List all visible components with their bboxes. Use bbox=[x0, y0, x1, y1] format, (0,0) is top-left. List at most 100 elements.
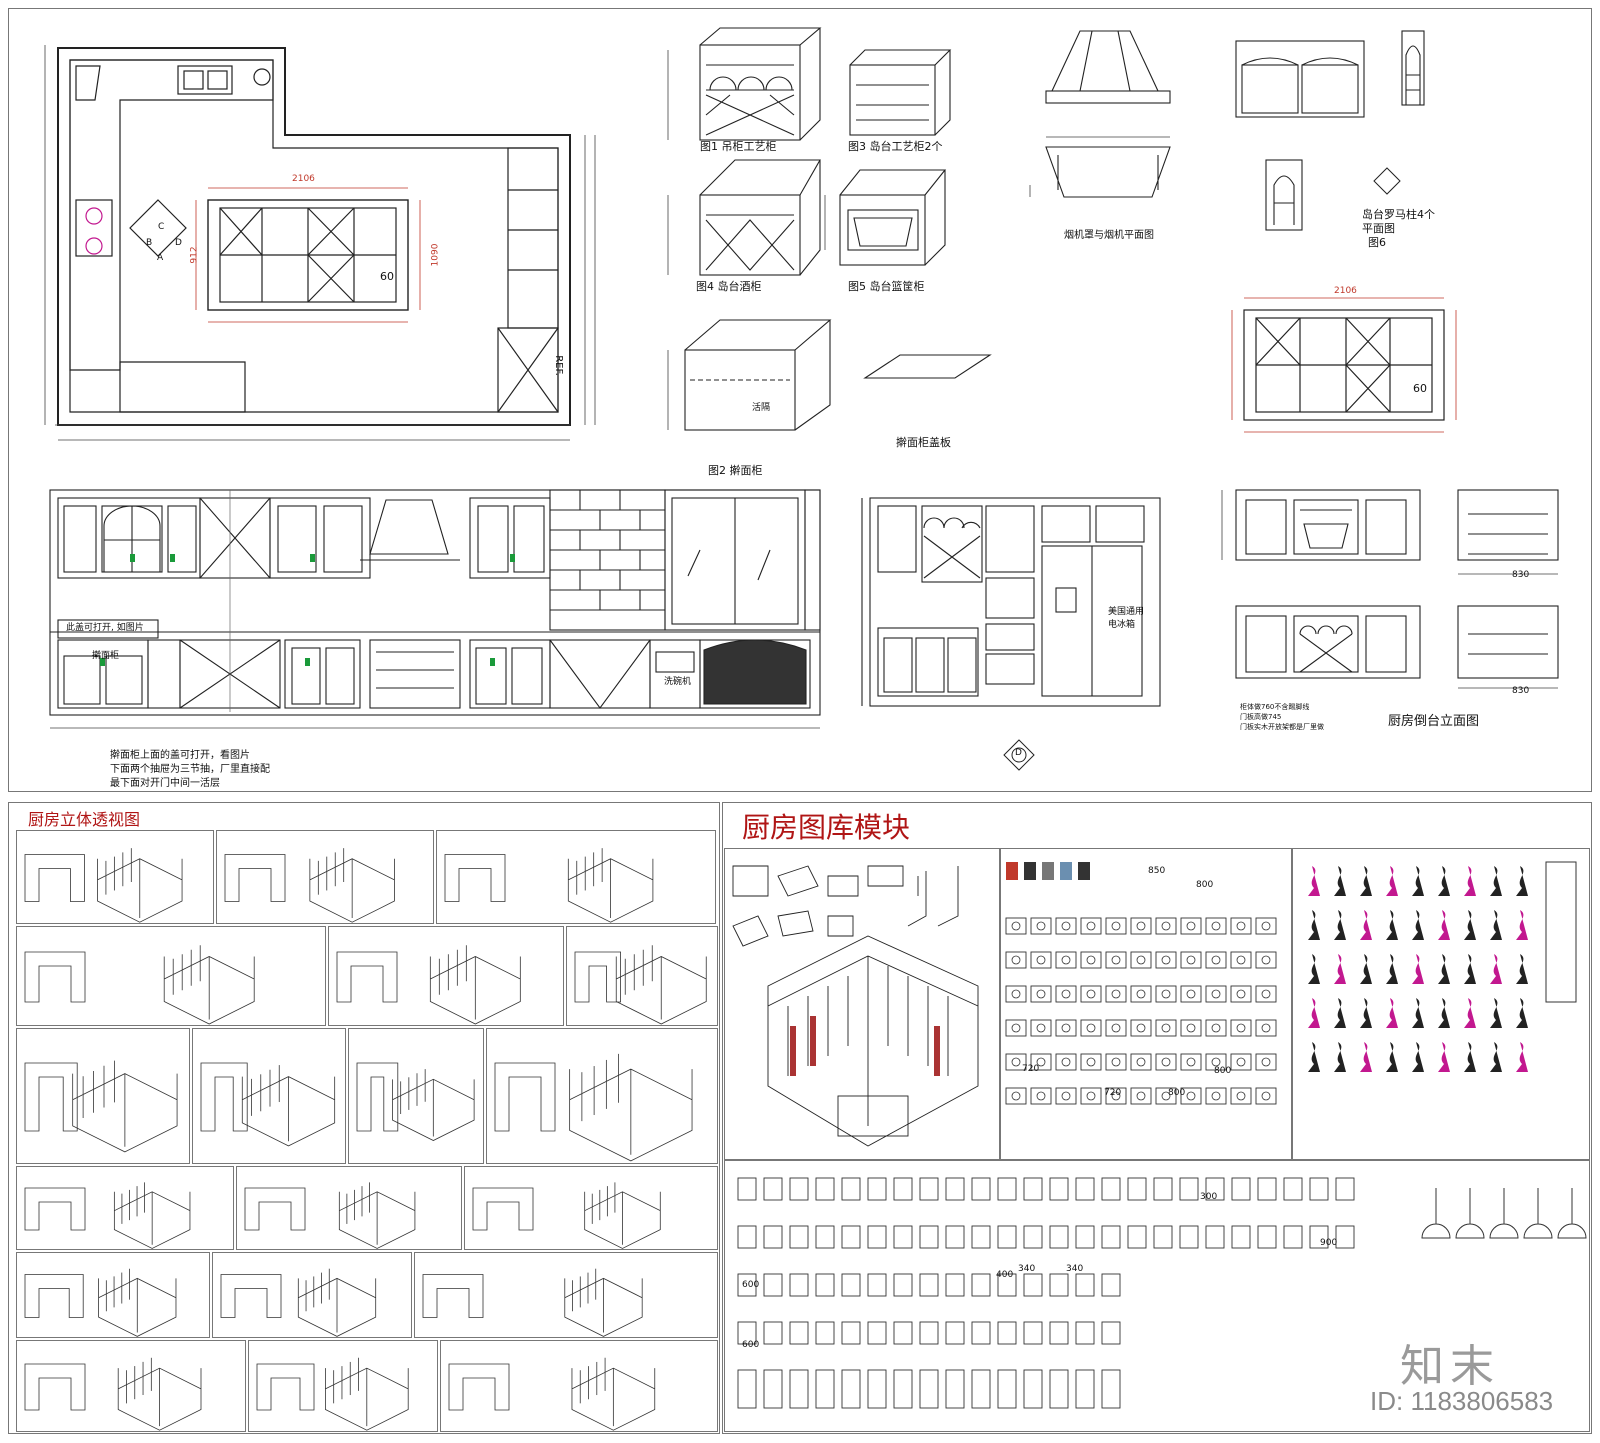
decor-symbol bbox=[1386, 998, 1398, 1028]
misc-symbol bbox=[815, 1369, 835, 1409]
appliance-symbol bbox=[1255, 951, 1277, 969]
appliance-symbol bbox=[1255, 985, 1277, 1003]
appliance-symbol-burner bbox=[1011, 1023, 1021, 1033]
lib-dim-340b: 340 bbox=[1066, 1264, 1084, 1274]
perspective-thumbnail bbox=[328, 926, 564, 1026]
appliance-symbol-burner bbox=[1011, 1057, 1021, 1067]
fig3-label: 图3 岛台工艺柜2个 bbox=[848, 140, 943, 153]
decor-symbol bbox=[1516, 954, 1528, 984]
appliance-symbol bbox=[1005, 917, 1027, 935]
misc-symbol bbox=[919, 1369, 939, 1409]
misc-fan-symbol bbox=[1557, 1188, 1587, 1239]
misc-symbol bbox=[763, 1177, 783, 1201]
section-marker-d bbox=[1003, 739, 1035, 771]
appliance-symbol bbox=[1230, 985, 1252, 1003]
appliance-symbol-burner bbox=[1261, 1057, 1271, 1067]
decor-symbol bbox=[1334, 954, 1346, 984]
appliance-symbol-burner bbox=[1111, 955, 1121, 965]
decor-symbol bbox=[1490, 954, 1502, 984]
lib-dim-800b: 800 bbox=[1214, 1066, 1232, 1076]
decor-symbol bbox=[1334, 1042, 1346, 1072]
appliance-symbol-burner bbox=[1211, 1023, 1221, 1033]
corner-c: C bbox=[158, 222, 165, 232]
appliance-symbol bbox=[1055, 951, 1077, 969]
appliance-symbol-burner bbox=[1236, 1057, 1246, 1067]
appliance-symbol bbox=[1255, 1019, 1277, 1037]
misc-symbol bbox=[893, 1369, 913, 1409]
decor-symbol bbox=[1412, 954, 1424, 984]
decor-symbol bbox=[1490, 1042, 1502, 1072]
appliance-symbol bbox=[1055, 917, 1077, 935]
misc-symbol bbox=[893, 1321, 913, 1345]
kitchen-wall-elevation bbox=[49, 489, 821, 729]
misc-symbol bbox=[789, 1321, 809, 1345]
appliance-swatch bbox=[1006, 862, 1018, 880]
misc-symbol bbox=[1257, 1225, 1277, 1249]
decor-symbol bbox=[1464, 866, 1476, 896]
watermark-id: ID: 1183806583 bbox=[1370, 1386, 1554, 1416]
appliance-symbol bbox=[1230, 917, 1252, 935]
misc-symbol bbox=[763, 1369, 783, 1409]
appliance-symbol-burner bbox=[1186, 921, 1196, 931]
misc-symbol bbox=[789, 1177, 809, 1201]
appliance-symbol-burner bbox=[1136, 1023, 1146, 1033]
appliance-symbol bbox=[1030, 1087, 1052, 1105]
perspective-thumbnail bbox=[436, 830, 716, 924]
appliance-symbol-burner bbox=[1186, 1023, 1196, 1033]
appliance-symbol-burner bbox=[1086, 921, 1096, 931]
appliance-symbol-burner bbox=[1011, 921, 1021, 931]
elevation-note-box-line2: 擀面柜 bbox=[92, 651, 120, 661]
appliance-symbol-burner bbox=[1161, 955, 1171, 965]
fig2-inner-label: 活隔 bbox=[752, 403, 771, 413]
appliance-symbol-burner bbox=[1086, 955, 1096, 965]
decor-symbol bbox=[1360, 1042, 1372, 1072]
perspective-thumbnail bbox=[414, 1252, 718, 1338]
misc-symbol bbox=[867, 1369, 887, 1409]
misc-symbol bbox=[893, 1225, 913, 1249]
appliance-symbol-burner bbox=[1136, 1091, 1146, 1101]
misc-symbol bbox=[1257, 1177, 1277, 1201]
appliance-symbol bbox=[1230, 951, 1252, 969]
perspective-thumbnail bbox=[16, 1252, 210, 1338]
fig5-label: 图5 岛台篮筐柜 bbox=[848, 280, 925, 293]
decor-symbol bbox=[1360, 910, 1372, 940]
library-decor-drawing bbox=[1308, 861, 1577, 1072]
misc-symbol bbox=[1101, 1177, 1121, 1201]
appliance-symbol-burner bbox=[1261, 989, 1271, 999]
appliance-symbol-burner bbox=[1261, 1091, 1271, 1101]
appliance-symbol bbox=[1055, 1019, 1077, 1037]
misc-symbol bbox=[789, 1225, 809, 1249]
dim-left: 912 bbox=[189, 246, 200, 264]
appliance-symbol bbox=[1130, 917, 1152, 935]
appliance-symbol bbox=[1030, 917, 1052, 935]
appliance-symbol-burner bbox=[1136, 989, 1146, 999]
misc-fan-symbol bbox=[1455, 1188, 1485, 1239]
appliance-symbol bbox=[1130, 951, 1152, 969]
decor-symbol bbox=[1490, 998, 1502, 1028]
appliance-symbol-burner bbox=[1011, 955, 1021, 965]
appliance-symbol-burner bbox=[1211, 1057, 1221, 1067]
lib-dim-900: 900 bbox=[1320, 1238, 1338, 1248]
decor-symbol bbox=[1386, 866, 1398, 896]
misc-symbol bbox=[815, 1225, 835, 1249]
elevation-note-box-line1: 此盖可打开, 如图片 bbox=[66, 623, 144, 633]
appliance-symbol-burner bbox=[1161, 989, 1171, 999]
misc-symbol bbox=[1153, 1177, 1173, 1201]
decor-symbol bbox=[1516, 866, 1528, 896]
column-plan-label: 平面图 bbox=[1362, 222, 1395, 235]
appliance-symbol-burner bbox=[1211, 1091, 1221, 1101]
misc-symbol bbox=[997, 1369, 1017, 1409]
appliance-symbol-burner bbox=[1136, 1057, 1146, 1067]
appliance-symbol bbox=[1080, 1053, 1102, 1071]
appliance-symbol bbox=[1230, 1087, 1252, 1105]
appliance-symbol bbox=[1005, 1019, 1027, 1037]
misc-symbol bbox=[1127, 1225, 1147, 1249]
appliance-symbol-burner bbox=[1036, 1057, 1046, 1067]
misc-symbol bbox=[867, 1321, 887, 1345]
decor-symbol bbox=[1308, 910, 1320, 940]
appliance-symbol-burner bbox=[1036, 955, 1046, 965]
decor-symbol bbox=[1308, 1042, 1320, 1072]
perspective-thumbnail bbox=[216, 830, 434, 924]
perspective-thumbnail bbox=[486, 1028, 718, 1164]
appliance-symbol bbox=[1080, 917, 1102, 935]
